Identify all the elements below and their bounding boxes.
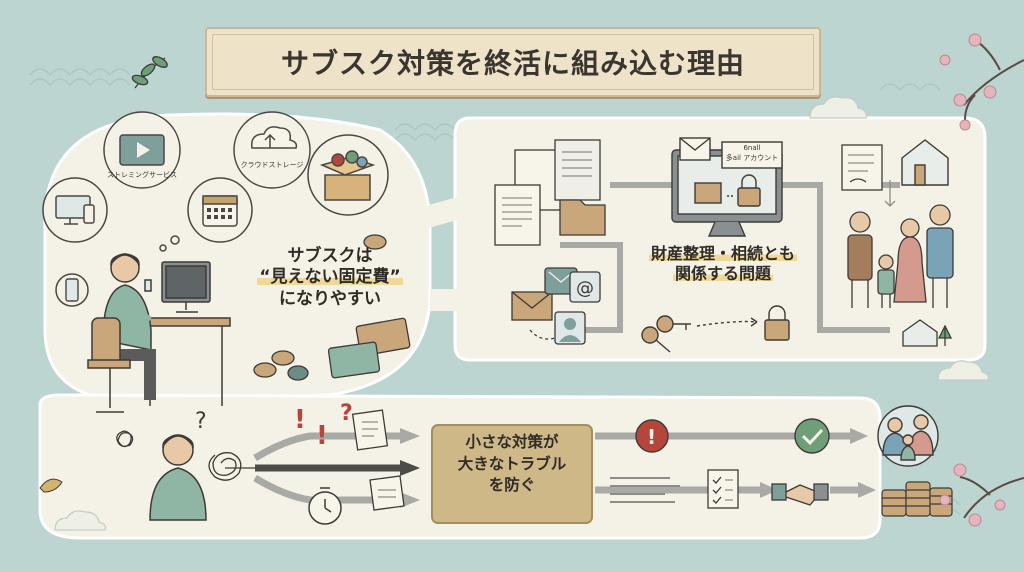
worried-person [149, 434, 207, 521]
svg-text:!: ! [294, 405, 306, 435]
svg-text:?: ? [340, 401, 353, 426]
svg-text:!: ! [647, 425, 656, 449]
email-account-badge: 6nall 多ail アカウント [724, 144, 780, 164]
cloud-upload-icon [251, 126, 298, 149]
smartphone-icon [65, 278, 79, 302]
check-circle-icon [794, 418, 830, 454]
right-headline-line2: 関係する問題 [672, 264, 773, 283]
email-icons: @ [511, 267, 601, 345]
left-headline-line1: サブスクは [287, 246, 373, 266]
cloud-storage-bubble [233, 111, 311, 189]
title-banner: サブスク対策を終活に組み込む理由 [205, 27, 821, 97]
ginkgo-leaf-icon [39, 478, 63, 493]
handshake-icon [771, 483, 829, 506]
email-badge-line1: 6nall [743, 144, 761, 152]
decorative-clouds [54, 96, 989, 531]
alert-circle-icon: ! [635, 419, 669, 453]
left-headline: サブスクは “見えない固定費” になりやすい [235, 246, 425, 310]
cloud-storage-label: クラウドストレージ [240, 161, 304, 169]
leaf-sprig-icon [131, 56, 168, 89]
house-icon [901, 139, 949, 186]
stopwatch-icon [308, 487, 342, 525]
will-document-icon [841, 144, 896, 207]
person-at-desk [87, 253, 231, 413]
center-line2: 大きなトラブル [457, 454, 567, 473]
calendar-icon [202, 195, 238, 227]
svg-text:!: ! [316, 421, 328, 451]
keys-and-padlock-icon [641, 305, 790, 353]
left-headline-line3: になりやすい [279, 288, 381, 309]
svg-text:@: @ [576, 278, 594, 299]
center-line3: を防ぐ [488, 476, 536, 495]
monitor-icon [55, 195, 95, 225]
checklist-icon [707, 469, 739, 509]
center-line1: 小さな対策が [465, 433, 559, 451]
computer-lock-icon [671, 137, 783, 237]
left-headline-line2: “見えない固定費” [257, 267, 403, 288]
torn-paper-icon [369, 475, 405, 511]
right-headline-line1: 財産整理・相続とも [648, 244, 797, 263]
small-house-icon [902, 319, 953, 347]
gift-box-icon [319, 150, 376, 201]
center-message-box [431, 424, 593, 524]
warning-exclamation-icons: ! ! ? [294, 401, 353, 451]
center-message: 小さな対策が 大きなトラブル を防ぐ [436, 432, 588, 497]
tangled-scribble-icon [116, 430, 255, 481]
text-lines-icon [610, 477, 680, 503]
family-icon [847, 204, 954, 308]
play-button-icon [119, 134, 165, 166]
happy-family-icon [877, 405, 939, 467]
right-headline: 財産整理・相続とも 関係する問題 [628, 244, 818, 284]
question-mark-icon: ? [195, 409, 207, 434]
coins-and-cards [253, 234, 411, 381]
page-title: サブスク対策を終活に組み込む理由 [280, 47, 745, 80]
email-badge-line2: 多ail アカウント [725, 153, 779, 162]
cherry-blossom-flowers [939, 33, 1006, 527]
documents-stack-icon [494, 139, 606, 246]
document-icon [351, 409, 389, 451]
streaming-service-label: ストレミングサービス [107, 171, 177, 179]
